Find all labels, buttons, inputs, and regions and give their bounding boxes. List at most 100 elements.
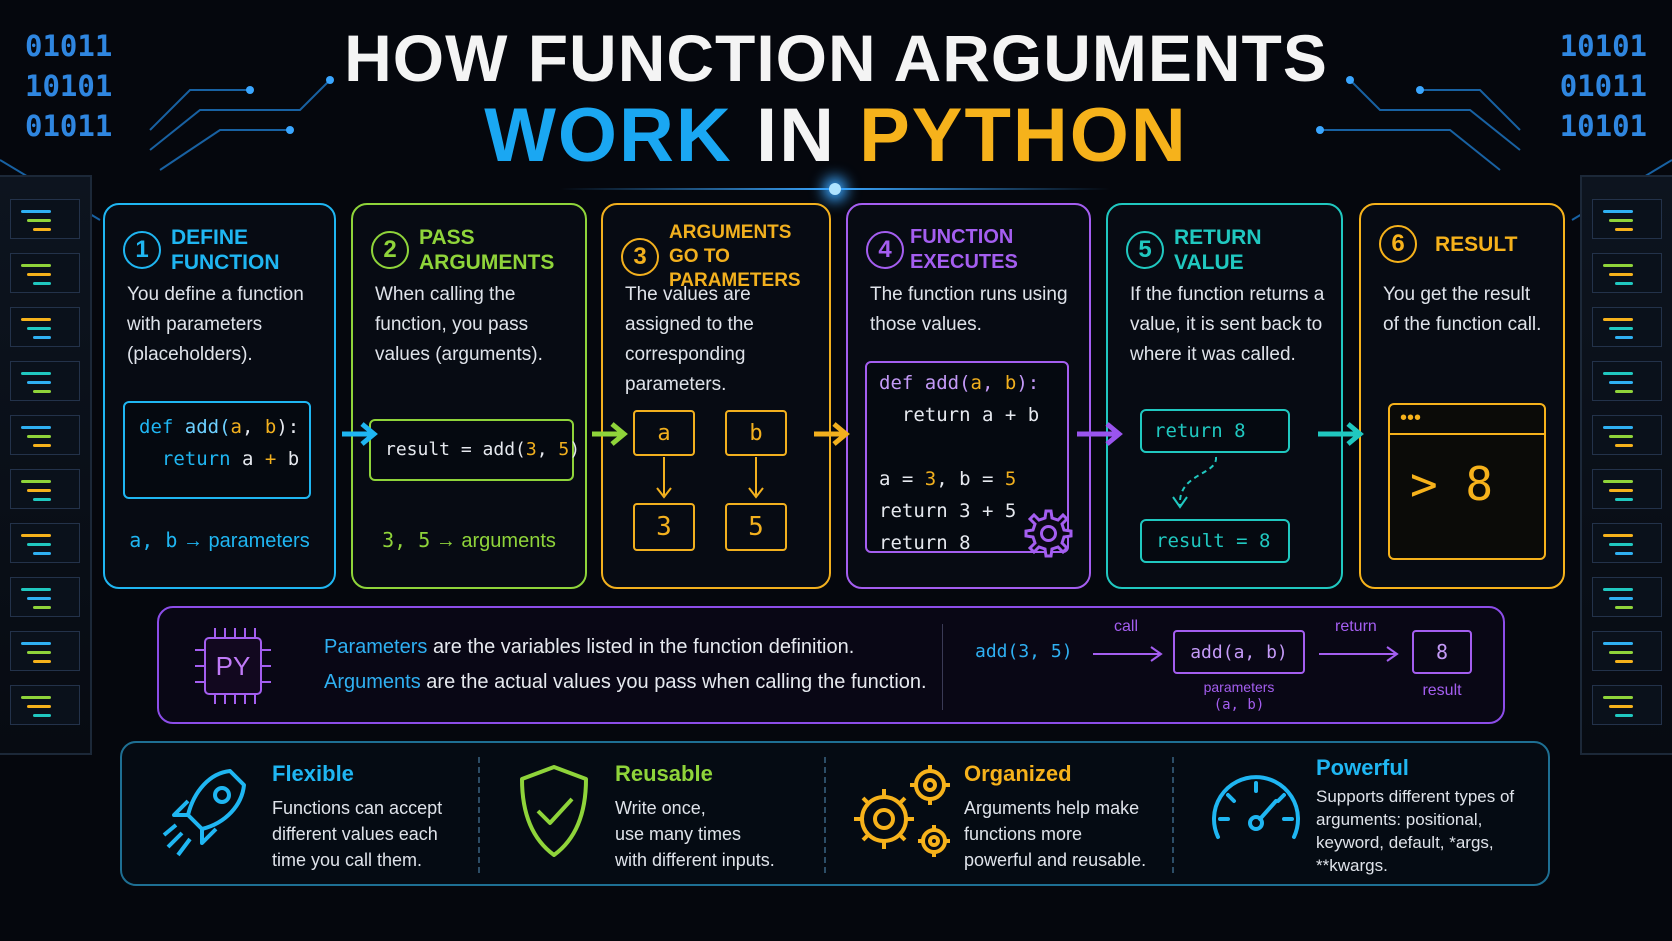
rack-led [1609, 273, 1633, 276]
rack-slot [1592, 253, 1662, 293]
feature-powerful: Powerful Supports different types of arg… [1176, 743, 1546, 888]
code-param: b [1004, 372, 1017, 394]
rack-led [1609, 435, 1633, 438]
rack-led [1603, 588, 1633, 591]
arrow-right-icon [1077, 422, 1123, 446]
feature-divider [1172, 757, 1174, 873]
title-line1: HOW FUNCTION ARGUMENTS [344, 21, 1328, 95]
title-in: IN [755, 93, 836, 178]
rack-slot [1592, 307, 1662, 347]
code-block: result = add(3, 5) [369, 419, 580, 481]
rack-led [21, 534, 51, 537]
code-result: result = 8 [1140, 519, 1290, 563]
step-description: You get the result of the function call. [1383, 284, 1542, 335]
code-function: add( [924, 372, 971, 394]
rack-slot [1592, 469, 1662, 509]
feature-divider [478, 757, 480, 873]
rack-slot [10, 631, 80, 671]
arrow-right-icon [1318, 422, 1364, 446]
code-punct: , [982, 372, 1005, 394]
code-function: add( [184, 416, 231, 438]
code-number: 5 [1004, 468, 1017, 490]
flow-result-box: 8 [1412, 630, 1472, 674]
definition-text: are the actual values you pass when call… [426, 671, 927, 693]
code-var: b [287, 448, 300, 470]
rack-led [21, 372, 51, 375]
rack-led [1609, 705, 1633, 708]
code-block: def add(a, b): return a + b a = 3, b = 5… [865, 361, 1069, 554]
code-text: , b = [936, 468, 1005, 490]
definition-parameters: Parameters are the variables listed in t… [324, 630, 927, 665]
code-op: + [264, 448, 277, 470]
rack-led [27, 651, 51, 654]
rack-led [33, 552, 51, 555]
code-line: return a + b [901, 404, 1040, 426]
rack-led [1603, 480, 1633, 483]
step-title: RESULT [1435, 232, 1518, 256]
feature-description: Supports different types of arguments: p… [1316, 785, 1514, 877]
step-footer: 3, 5 → arguments [353, 528, 585, 553]
rack-led [1615, 228, 1633, 231]
rack-led [1603, 696, 1633, 699]
feature-title: Flexible [272, 761, 354, 786]
feature-reusable: Reusable Write once, use many times with… [482, 743, 802, 888]
feature-line: Write once, [615, 798, 706, 818]
code-number: 3 [924, 468, 937, 490]
footer-code: 3, 5 [382, 528, 431, 552]
rack-led [33, 390, 51, 393]
rack-led [1615, 660, 1633, 663]
rack-led [21, 480, 51, 483]
rocket-icon [162, 769, 246, 857]
flow-result-label: result [1422, 682, 1462, 699]
step-description: You define a function with parameters (p… [127, 284, 304, 365]
code-punct: ): [1016, 372, 1040, 394]
rack-slot [10, 523, 80, 563]
flow-call-label: call [1114, 618, 1139, 635]
definitions-panel: PY Parameters are the variables listed i… [157, 606, 1505, 724]
step-arguments-to-parameters: 3 ARGUMENTS GO TO PARAMETERS The values … [601, 203, 831, 589]
feature-title: Organized [964, 761, 1072, 786]
step-title: FUNCTION EXECUTES [910, 226, 1018, 273]
rack-led [1615, 282, 1633, 285]
term-arguments: Arguments [324, 671, 421, 693]
rack-led [21, 588, 51, 591]
step-result: 6 RESULT You get the result of the funct… [1359, 203, 1565, 589]
speedometer-icon [1212, 775, 1300, 839]
code-number: 5 [558, 439, 570, 460]
step-description: The values are assigned to the correspon… [625, 284, 754, 395]
step-footer: a, b → parameters [105, 528, 334, 553]
rack-led [1615, 336, 1633, 339]
rack-led [1609, 597, 1633, 600]
rack-led [1615, 714, 1633, 717]
rack-led [1603, 372, 1633, 375]
rack-led [27, 273, 51, 276]
rack-led [27, 435, 51, 438]
features-panel: Flexible Functions can accept different … [120, 741, 1550, 886]
output-window: ••• > 8 [1388, 403, 1546, 560]
rack-led [21, 642, 51, 645]
step-description: If the function returns a value, it is s… [1130, 284, 1325, 365]
title-line2: WORK IN PYTHON [0, 92, 1672, 179]
rack-led [33, 498, 51, 501]
rack-slot [10, 469, 80, 509]
rack-led [27, 705, 51, 708]
rack-led [1615, 552, 1633, 555]
step-description: The function runs using those values. [870, 284, 1068, 335]
step-number: 5 [1126, 231, 1164, 269]
definition-text: are the variables listed in the function… [432, 636, 855, 658]
step-define-function: 1 DEFINE FUNCTION You define a function … [103, 203, 336, 589]
rack-led [27, 597, 51, 600]
feature-line: different values each [272, 824, 438, 844]
rack-slot [1592, 415, 1662, 455]
footer-text: → arguments [435, 530, 556, 552]
rack-led [21, 318, 51, 321]
rack-led [33, 444, 51, 447]
step-header: 5 RETURN VALUE [1126, 225, 1331, 275]
feature-description: Arguments help make functions more power… [964, 795, 1146, 873]
code-param: a [970, 372, 982, 394]
rack-led [1603, 264, 1633, 267]
rack-led [33, 606, 51, 609]
rack-led [1609, 489, 1633, 492]
rack-led [1609, 651, 1633, 654]
rack-led [1603, 318, 1633, 321]
